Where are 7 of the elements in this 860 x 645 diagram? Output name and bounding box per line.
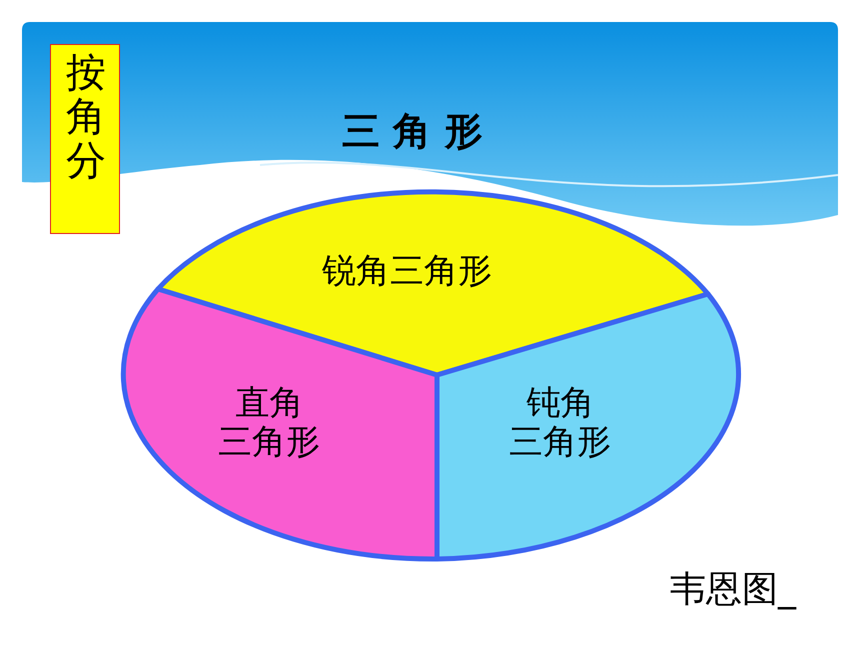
diagram-type-label: 韦恩图_	[670, 568, 796, 612]
label-box	[50, 44, 120, 234]
title: 三 角 形	[342, 108, 482, 155]
category-label: 直角三角形	[218, 384, 321, 462]
category-label: 按角分	[66, 51, 106, 183]
category-label: 锐角三角形	[322, 252, 492, 292]
category-label: 钝角三角形	[509, 384, 612, 462]
